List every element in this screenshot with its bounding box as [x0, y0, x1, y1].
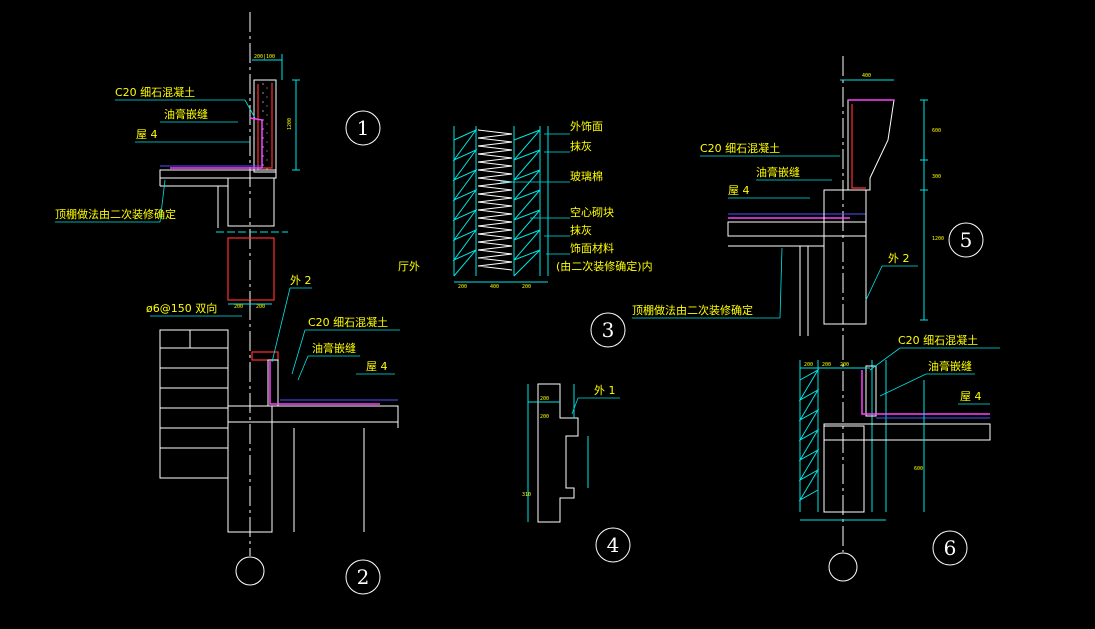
detail-5-number: 5 — [960, 228, 973, 252]
d2-ext-label: 外 2 — [290, 274, 312, 287]
d1-joint-label: 油膏嵌缝 — [164, 107, 208, 121]
d6-d-dim: 600 — [914, 466, 923, 472]
d1-roof-label: 屋 4 — [136, 128, 158, 141]
d5-joint-label: 油膏嵌缝 — [756, 165, 800, 179]
d3-b-dim: 400 — [490, 284, 499, 290]
detail-2-number: 2 — [357, 565, 370, 589]
d4-c-dim: 310 — [522, 492, 531, 498]
d5-ceiling-label: 顶棚做法由二次装修确定 — [632, 303, 753, 317]
detail-4: 200 200 310 外 1 4 — [522, 383, 631, 563]
d5-ext-label: 外 2 — [888, 252, 910, 265]
d1-top-dim: 200|100 — [254, 54, 275, 60]
d3-c-dim: 200 — [522, 284, 531, 290]
d3-material-label: 饰面材料 — [570, 241, 614, 255]
d2-b-dim: 200 — [256, 304, 265, 310]
detail-5: 400 600 300 1200 C20 细石混凝土 油膏嵌缝 屋 4 外 2 … — [632, 56, 984, 340]
d6-c-dim: 200 — [840, 362, 849, 368]
d6-c20-label: C20 细石混凝土 — [898, 333, 978, 347]
d3-plaster1-label: 抹灰 — [570, 139, 592, 153]
d6-b-dim: 200 — [822, 362, 831, 368]
detail-2: 200 200 ø6@150 双向 外 2 C20 细石混凝土 油膏嵌缝 屋 4… — [146, 274, 400, 595]
d3-note-label: (由二次装修确定)内 — [556, 259, 653, 273]
d3-block-label: 空心砌块 — [570, 205, 614, 219]
d6-roof-label: 屋 4 — [960, 390, 982, 403]
d5-h2-dim: 300 — [932, 174, 941, 180]
d6-joint-label: 油膏嵌缝 — [928, 359, 972, 373]
d2-roof-label: 屋 4 — [366, 360, 388, 373]
d2-rebar-label: ø6@150 双向 — [146, 301, 217, 315]
d2-c20-label: C20 细石混凝土 — [308, 315, 388, 329]
d4-b-dim: 200 — [540, 414, 549, 420]
d1-ceiling-label: 顶棚做法由二次装修确定 — [55, 207, 176, 221]
d4-ext-label: 外 1 — [594, 384, 616, 397]
d3-a-dim: 200 — [458, 284, 467, 290]
detail-6: 200 200 200 600 C20 细石混凝土 油膏嵌缝 屋 4 6 — [798, 333, 1000, 582]
glass-wool-pattern — [477, 129, 513, 271]
d2-joint-label: 油膏嵌缝 — [312, 341, 356, 355]
d3-finish-label: 外饰面 — [570, 119, 603, 133]
d3-hall-label: 厅外 — [398, 260, 420, 273]
detail-1: C20 细石混凝土 油膏嵌缝 屋 4 顶棚做法由二次装修确定 200|100 1… — [55, 12, 381, 301]
detail-3: 200 400 200 外饰面 抹灰 玻璃棉 空心砌块 抹灰 饰面材料 (由二次… — [398, 119, 653, 348]
d3-glasswool-label: 玻璃棉 — [570, 169, 603, 183]
detail-1-number: 1 — [357, 116, 370, 140]
d4-a-dim: 200 — [540, 396, 549, 402]
d6-a-dim: 200 — [804, 362, 813, 368]
d5-roof-label: 屋 4 — [728, 184, 750, 197]
d5-top-dim: 400 — [862, 73, 871, 79]
detail-6-number: 6 — [944, 536, 957, 560]
d5-h1-dim: 600 — [932, 128, 941, 134]
d1-c20-label: C20 细石混凝土 — [115, 85, 195, 99]
d5-c20-label: C20 细石混凝土 — [700, 141, 780, 155]
d3-plaster2-label: 抹灰 — [570, 223, 592, 237]
d2-a-dim: 200 — [234, 304, 243, 310]
d5-h3-dim: 1200 — [932, 236, 944, 242]
detail-3-number: 3 — [602, 318, 615, 342]
d1-height-dim: 1200 — [287, 118, 293, 130]
detail-4-number: 4 — [607, 533, 620, 557]
